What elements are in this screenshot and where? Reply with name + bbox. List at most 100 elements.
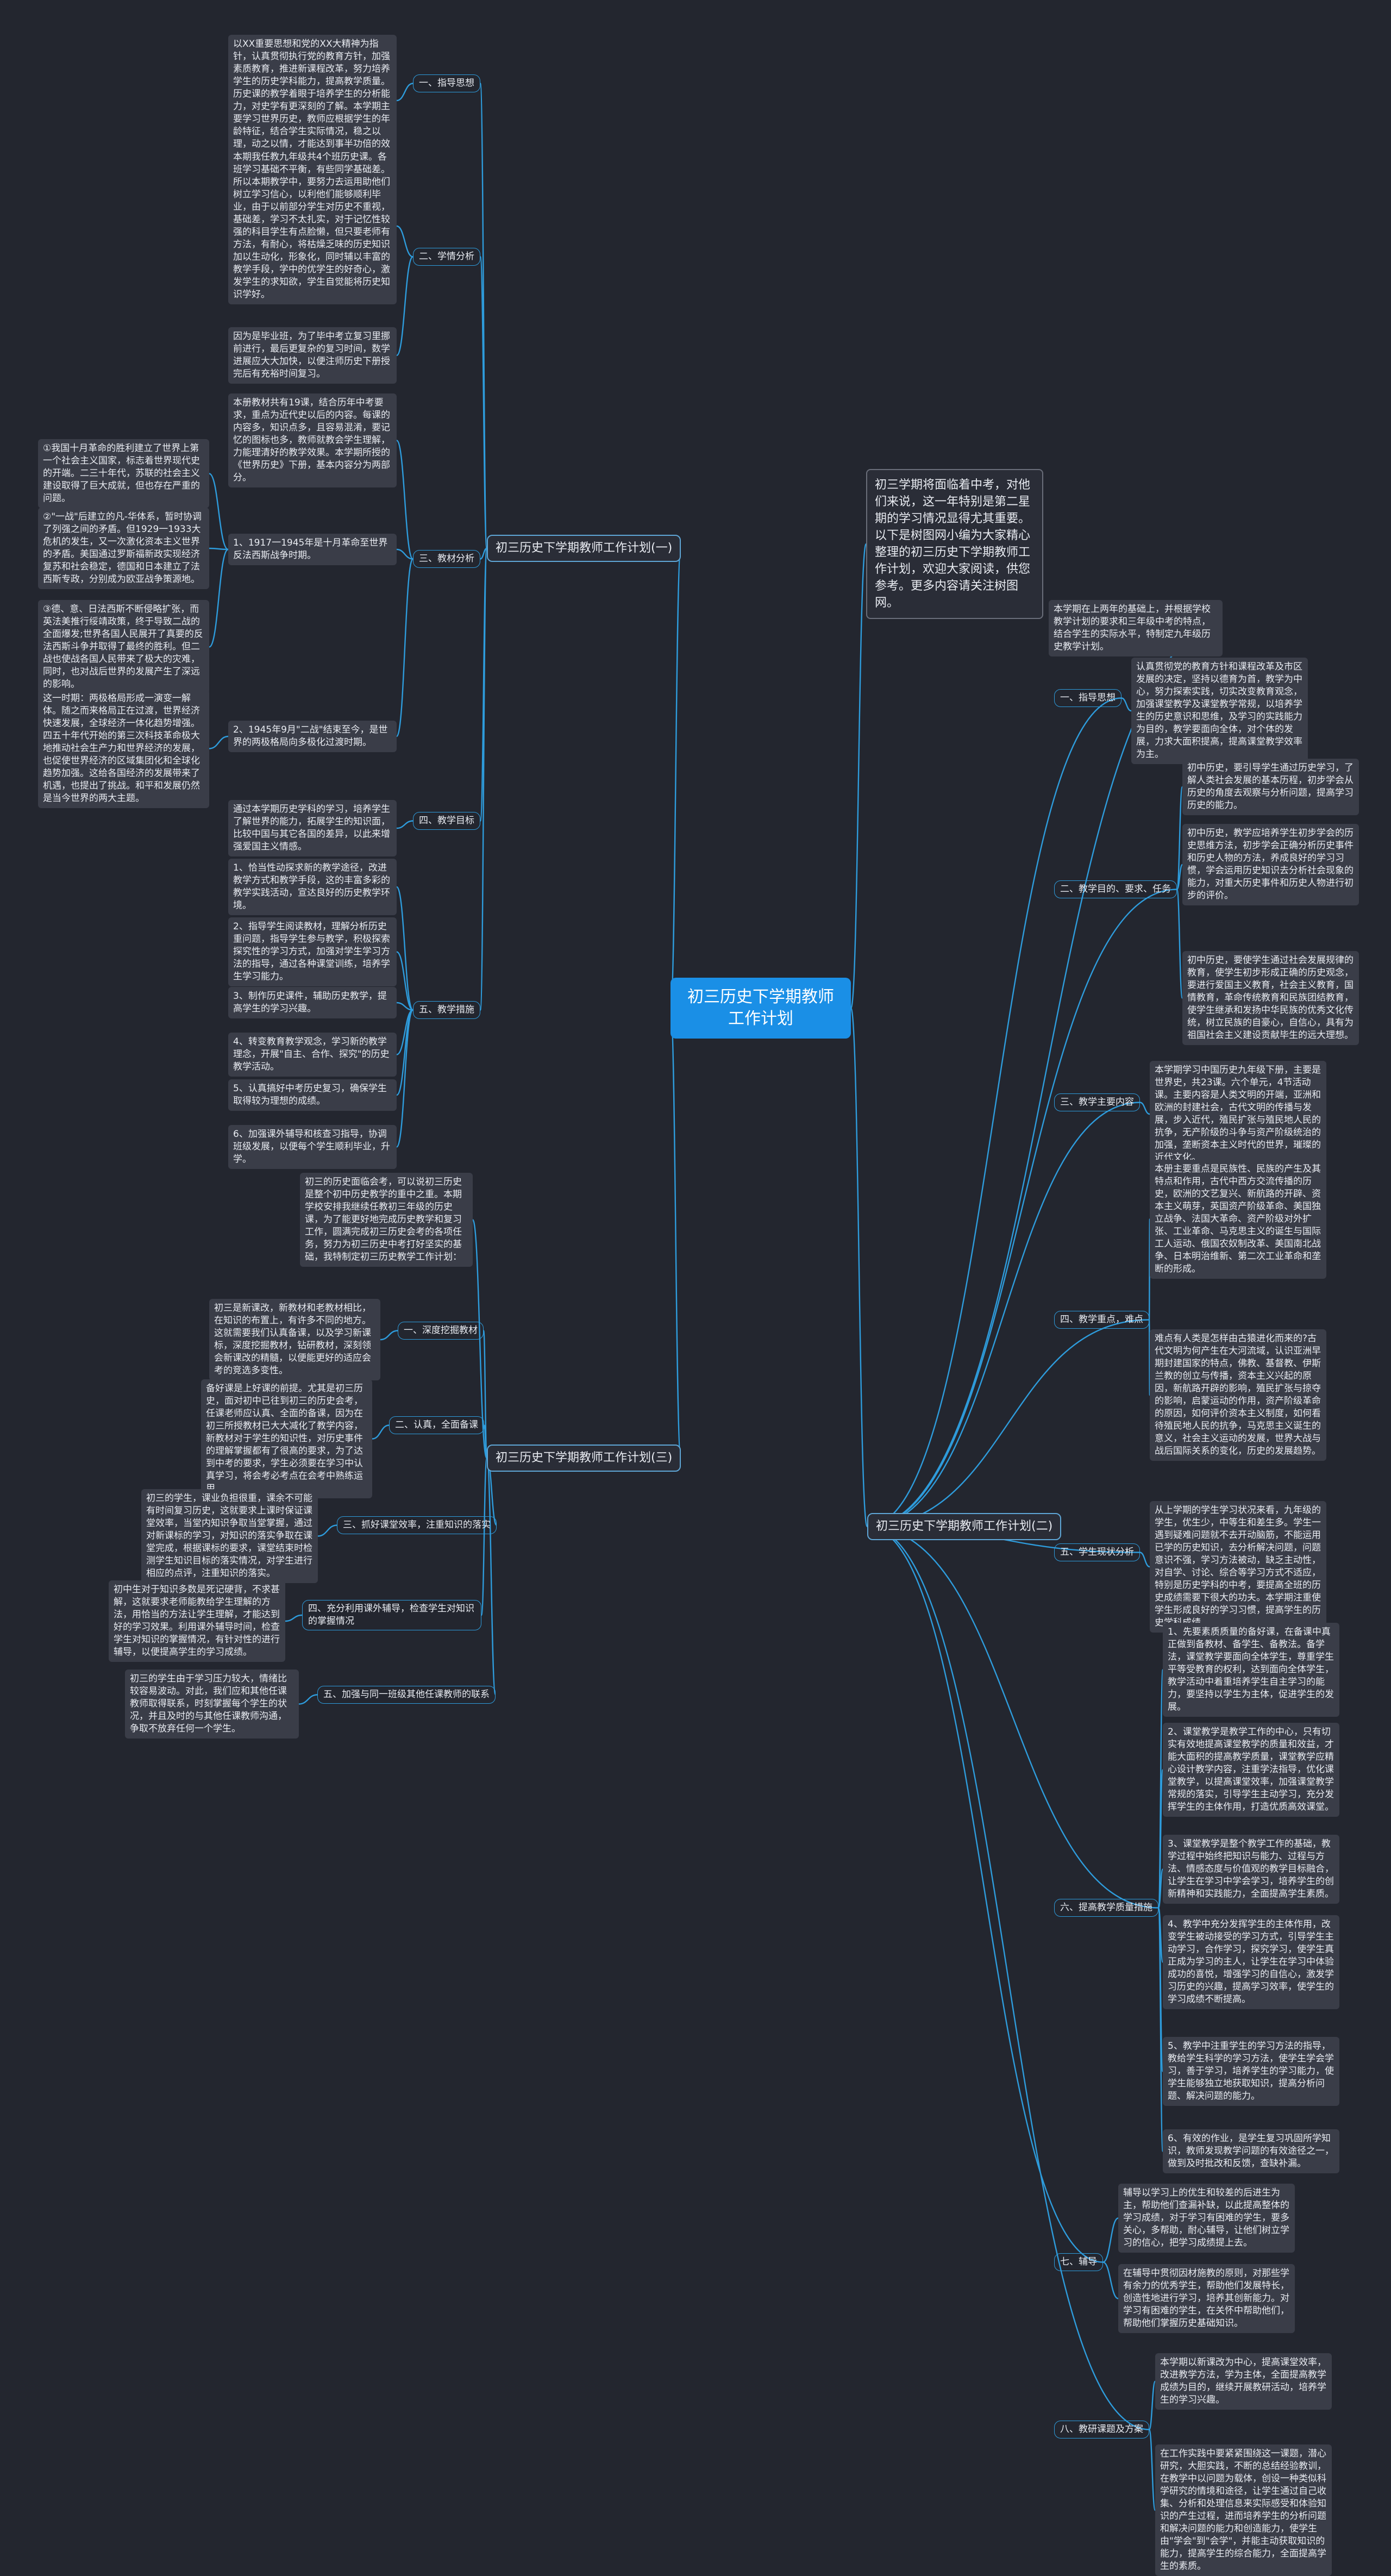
plan3-n2-text: 备好课是上好课的前提。尤其是初三历史，面对初中已往到初三的历史会考，任课老师应认… [201,1379,372,1498]
link-plan3-n5-text [298,1694,318,1705]
plan2-p7-t2: 在辅导中贯彻因材施教的原则，对那些学有余力的优秀学生，帮助他们发展特长，创造性地… [1118,2264,1295,2333]
plan2-p6-m3: 3、课堂教学是整个教学工作的基础，教学过程中始终把知识与能力、过程与方法、情感态… [1163,1835,1339,1904]
plan2-p8-t1: 本学期以新课改为中心，提高课堂效率，改进教学方法，学为主体，全面提高教学成绩为目… [1155,2353,1332,2410]
plan2-p5-label[interactable]: 五、学生现状分析 [1054,1543,1140,1561]
plan1-s5-m4: 4、转变教育教学观念，学习新的教学理念，开展"自主、合作、探究"的历史教学活动。 [228,1033,397,1077]
link-plan2-p2-t2 [1176,864,1183,890]
plan1-s4-label[interactable]: 四、教学目标 [413,812,480,830]
plan2-p8-t2: 在工作实践中要紧紧围绕这一课题，潜心研究，大胆实践，不断的总结经验教训，在教学中… [1155,2444,1332,2576]
link-plan1-s3-label [480,547,487,560]
plan2-p6-m5: 5、教学中注重学生的学习方法的指导，教给学生科学的学习方法，使学生学会学习，善于… [1163,2037,1339,2106]
link-plan2-p3-label [867,1102,1141,1528]
root-node[interactable]: 初三历史下学期教师工作计划 [671,978,851,1039]
plan2-p2-t3: 初中历史，要使学生通过社会发展规律的教育，使学生初步形成正确的历史观念，要进行爱… [1182,951,1359,1045]
link-plan2-p7-t1 [1102,2217,1119,2263]
plan1-s5-m5: 5、认真搞好中考历史复习，确保学生取得较为理想的成绩。 [228,1079,397,1111]
link-plan2-p4-t1 [1148,1218,1151,1321]
link-plan1-s5-m2 [396,951,413,1011]
plan1-title[interactable]: 初三历史下学期教师工作计划(一) [487,535,681,562]
plan1-s3-sub2[interactable]: 2、1945年9月"二战"结束至今，是世界的两极格局向多极化过渡时期。 [228,721,397,752]
plan2-p4-label[interactable]: 四、教学重点，难点 [1054,1311,1149,1329]
link-plan1-s4-text [396,820,413,829]
link-plan1-s3-sub1 [396,548,413,560]
link-plan1-s1-text [396,83,413,102]
link-plan1-s2-t2 [396,256,414,357]
link-plan2-p4-label [867,1319,1150,1528]
link-plan3-n4-label [480,1457,488,1616]
link-plan1-s3-c3 [209,548,229,648]
plan1-s5-label[interactable]: 五、教学措施 [413,1001,480,1019]
plan2-p4-t1: 本册主要重点是民族性、民族的产生及其特点和作用，古代中西方交流传播的历史，欧洲的… [1150,1160,1326,1279]
link-plan1-s3-sub2 [396,558,414,737]
plan3-n3-text: 初三的学生，课业负担很重，课余不可能有时间复习历史，这就要求上课时保证课堂效率，… [141,1489,318,1583]
plan3-n2-label[interactable]: 二、认真，全面备课 [389,1416,484,1434]
plan2-p6-label[interactable]: 六、提高教学质量措施 [1054,1899,1158,1917]
link-plan2-p8-t1 [1148,2380,1156,2430]
link-plan2-title [850,1007,868,1528]
link-plan1-s3-c1 [209,473,229,551]
plan1-s3-c2: ②"一战"后建立的凡-华体系，暂时协调了列强之间的矛盾。但1929一1933大危… [38,508,209,589]
link-plan1-s3-c2 [209,547,229,551]
plan1-s2-label[interactable]: 二、学情分析 [413,248,480,266]
link-plan1-s3-t0 [396,440,414,560]
intro-text: 初三学期将面临着中考，对他们来说，这一年特别是第二星期的学习情况显得尤其重要。以… [866,469,1043,619]
plan2-p3-label[interactable]: 三、教学主要内容 [1054,1093,1140,1111]
link-plan3-n5-label [486,1457,497,1696]
plan3-title[interactable]: 初三历史下学期教师工作计划(三) [487,1445,681,1472]
plan1-s3-c4: 这一时期：两极格局形成一演变一解体。随之而来格局正在过渡，世界经济快速发展，全球… [38,689,209,808]
link-plan2-p2-t3 [1176,889,1183,999]
plan2-p6-m2: 2、课堂教学是教学工作的中心，只有切实有效地提高课堂教学的质量和效益，才能大面积… [1163,1723,1339,1817]
plan2-p1-text: 认真贯彻党的教育方针和课程改革及市区发展的决定，坚持以德育为首，教学为中心，努力… [1131,658,1308,764]
plan1-s3-label[interactable]: 三、教材分析 [413,550,480,568]
plan2-p6-m6: 6、有效的作业，是学生复习巩固所学知识，教师发现教学问题的有效途径之一，做到及时… [1163,2129,1339,2173]
plan2-p6-m1: 1、先要素质质量的备好课，在备课中真正做到备教材、备学生、备教法。备学法，课堂教… [1163,1623,1339,1717]
link-plan3-n3-text [317,1524,337,1537]
plan1-s3-t0: 本册教材共有19课，结合历年中考要求，重点为近代史以后的内容。每课的内容多，知识… [228,393,397,487]
plan1-s3-c1: ①我国十月革命的胜利建立了世界上第一个社会主义国家，标志着世界现代史的开端。二三… [38,439,209,508]
link-plan3-n4-text [285,1614,303,1622]
plan3-n1-label[interactable]: 一、深度挖掘教材 [398,1322,484,1340]
plan2-p2-label[interactable]: 二、教学目的、要求、任务 [1054,880,1177,898]
link-plan2-p6-label [867,1525,1159,1909]
plan2-p1-label[interactable]: 一、指导思想 [1054,689,1121,707]
link-plan1-s5-m1 [396,886,414,1011]
plan1-s5-m1: 1、恰当性动探求新的教学途径，改进教学方式和教学手段，这的丰富多彩的教学实践活动… [228,859,397,915]
plan2-p2-t1: 初中历史，要引导学生通过历史学习，了解人类社会发展的基本历程，初步学会从历史的角… [1182,759,1359,815]
plan3-n5-text: 初三的学生由于学习压力较大，情绪比较容易波动。对此，我们应和其他任课教师取得联系… [125,1670,299,1739]
plan3-text0: 初三的历史面临会考，可以说初三历史是整个初中历史教学的重中之重。本期学校安排我继… [300,1173,473,1267]
plan2-p7-label[interactable]: 七、辅导 [1054,2253,1103,2271]
plan2-p3-text: 本学期学习中国历史九年级下册，主要是世界史，共23课。六个单元，4节活动课。主要… [1150,1061,1326,1167]
link-plan2-p3-text [1139,1102,1150,1115]
link-plan2-p8-t2 [1148,2429,1156,2511]
link-plan1-s5-label [479,547,488,1011]
plan2-p5-text: 从上学期的学生学习状况来看，九年级的学生，优生少，中等生和差生多。学生一遇到疑难… [1150,1501,1326,1633]
link-plan1-s2-t1 [396,225,413,258]
plan1-s1-text: 以XX重要思想和党的XX大精神为指针，认真贯彻执行党的教育方针，加强素质教育，推… [228,35,397,166]
plan1-s3-sub1[interactable]: 1、1917一1945年是十月革命至世界反法西斯战争时期。 [228,534,397,565]
link-plan2-p4-t2 [1148,1319,1151,1396]
link-plan2-p2-t1 [1176,786,1183,890]
plan1-s5-m2: 2、指导学生阅读教材，理解分析历史重问题，指导学生参与教学，积极探索探究性的学习… [228,917,397,986]
plan3-n4-text: 初中生对于知识多数是死记硬背，不求甚解，这就要求老师能教给学生理解的方法，用恰当… [109,1580,285,1662]
plan3-n3-label[interactable]: 三、抓好课堂效率，注重知识的落实 [337,1516,497,1534]
link-plan2-p6-m3 [1157,1868,1164,1909]
link-plan1-s2-label [479,256,488,549]
link-plan3-n2-text [372,1424,390,1440]
link-plan1-title [669,547,682,1009]
plan1-s1-label[interactable]: 一、指导思想 [413,74,480,92]
link-plan1-s3-c4 [209,735,229,749]
link-plan3-n1-text [380,1330,398,1341]
plan2-p8-label[interactable]: 八、教研课题及方案 [1054,2421,1149,2439]
plan2-title[interactable]: 初三历史下学期教师工作计划(二) [867,1513,1062,1540]
plan1-s5-m3: 3、制作历史课件，辅助历史教学，提高学生的学习兴趣。 [228,987,397,1018]
plan3-n5-label[interactable]: 五、加强与同一班级其他任课教师的联系 [317,1686,496,1704]
link-plan1-s5-m3 [396,1002,413,1011]
link-plan2-p8-label [867,1525,1150,2430]
link-plan1-s5-m6 [396,1009,414,1148]
link-plan3-n2-label [483,1424,488,1459]
link-plan2-p5-text [1139,1552,1150,1568]
plan3-n4-label[interactable]: 四、充分利用课外辅导，检查学生对知识的掌握情况 [302,1600,481,1630]
link-plan3-title [669,1007,682,1459]
plan3-n1-text: 初三是新课改，新教材和老教材相比，在知识的布置上，有许多不同的地方。这就需要我们… [209,1299,380,1380]
